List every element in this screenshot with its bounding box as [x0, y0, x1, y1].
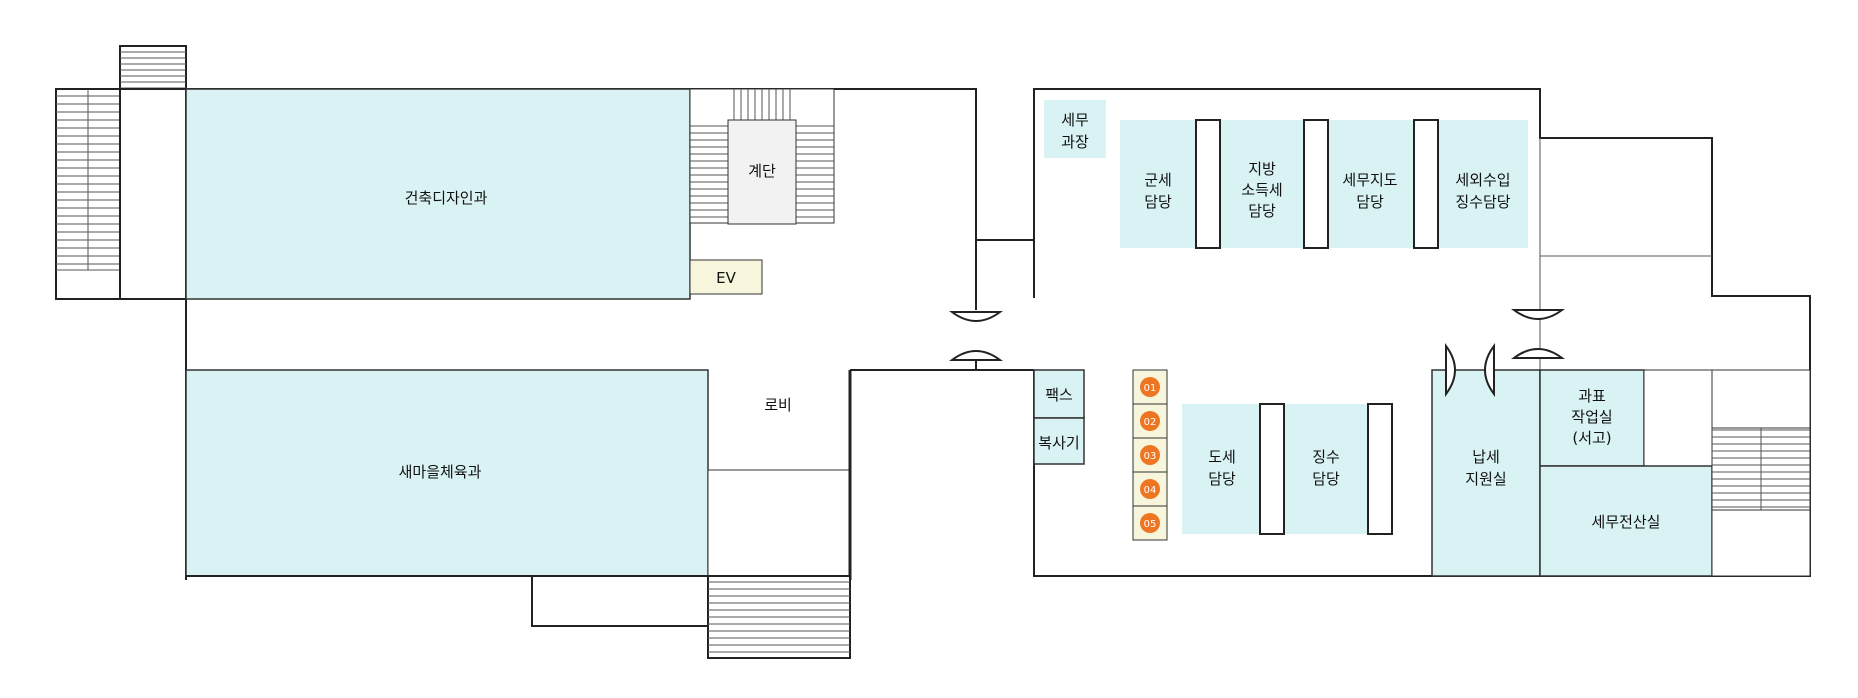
copier: 복사기	[1033, 417, 1085, 465]
left-staircase	[55, 88, 121, 300]
svg-text:담당: 담당	[1312, 470, 1340, 488]
desk-1	[1195, 119, 1221, 249]
team-collection: 징수 담당	[1312, 448, 1340, 488]
room-workroom: 과표 작업실 (서고)	[1539, 369, 1645, 467]
desk-5	[1367, 403, 1393, 535]
svg-text:징수담당: 징수담당	[1455, 193, 1510, 211]
svg-text:세외수입: 세외수입	[1455, 171, 1510, 189]
bottom-team-area	[1182, 404, 1390, 534]
svg-text:담당: 담당	[1144, 193, 1172, 211]
team-tax-guidance: 세무지도 담당	[1342, 171, 1397, 211]
door-right-side	[1445, 342, 1495, 398]
room-arch-design: 건축디자인과	[185, 88, 691, 300]
counter-number: 04	[1144, 485, 1157, 496]
svg-text:복사기: 복사기	[1038, 434, 1079, 452]
counter-badge	[1140, 513, 1160, 533]
central-staircase: 계단	[689, 88, 835, 225]
desk-4	[1259, 403, 1285, 535]
svg-text:납세: 납세	[1472, 448, 1500, 466]
svg-text:작업실: 작업실	[1571, 408, 1612, 426]
counter-number: 03	[1144, 451, 1157, 462]
svg-text:(서고): (서고)	[1572, 429, 1611, 447]
counter-badge	[1140, 377, 1160, 397]
svg-text:지방: 지방	[1248, 160, 1276, 178]
room-computer: 세무전산실	[1539, 465, 1713, 577]
door-left	[948, 311, 1004, 370]
svg-text:세무전산실: 세무전산실	[1591, 513, 1660, 531]
right-staircase	[1711, 369, 1811, 577]
svg-text:군세: 군세	[1144, 171, 1172, 189]
right-building-walls	[1033, 88, 1811, 577]
svg-text:소득세: 소득세	[1241, 181, 1282, 199]
svg-text:지원실: 지원실	[1465, 470, 1506, 488]
svg-text:징수: 징수	[1312, 448, 1340, 466]
svg-text:도세: 도세	[1208, 448, 1236, 466]
fax: 팩스	[1033, 369, 1085, 419]
bottom-staircase	[531, 575, 851, 659]
svg-text:담당: 담당	[1208, 470, 1236, 488]
svg-text:세무지도: 세무지도	[1342, 171, 1397, 189]
stairs-label: 계단	[748, 162, 776, 180]
elevator-label: EV	[716, 269, 736, 287]
room-taxpayer-support: 납세 지원실	[1431, 369, 1541, 577]
room-arch-design-label: 건축디자인과	[405, 189, 488, 207]
room-saemaul-label: 새마을체육과	[399, 463, 482, 481]
lobby-label: 로비	[764, 396, 792, 414]
top-staircase	[119, 45, 187, 91]
svg-text:세무: 세무	[1061, 111, 1089, 129]
door-right-top	[1510, 309, 1566, 359]
counter-number: 05	[1144, 519, 1157, 530]
team-nontax: 세외수입 징수담당	[1455, 171, 1510, 211]
room-tax-chief: 세무 과장	[1044, 100, 1106, 158]
svg-text:팩스: 팩스	[1045, 386, 1073, 404]
svg-text:담당: 담당	[1248, 202, 1276, 220]
team-dose: 도세 담당	[1208, 448, 1236, 488]
counter-number: 01	[1144, 383, 1157, 394]
svg-text:과장: 과장	[1061, 133, 1089, 151]
desk-3	[1413, 119, 1439, 249]
room-saemaul: 새마을체육과	[185, 369, 709, 577]
team-local-income: 지방 소득세 담당	[1241, 160, 1282, 220]
lobby-side-room	[707, 469, 851, 577]
counter-badge	[1140, 445, 1160, 465]
svg-text:담당: 담당	[1356, 193, 1384, 211]
team-gunse: 군세 담당	[1144, 171, 1172, 211]
desk-2	[1303, 119, 1329, 249]
counter-badge	[1140, 411, 1160, 431]
corridor-column	[119, 88, 187, 300]
counter-badge	[1140, 479, 1160, 499]
svg-text:과표: 과표	[1578, 387, 1606, 405]
counter-number: 02	[1144, 417, 1157, 428]
elevator: EV	[689, 259, 763, 295]
counter-column: 01 02 03 04 05	[1132, 369, 1168, 541]
